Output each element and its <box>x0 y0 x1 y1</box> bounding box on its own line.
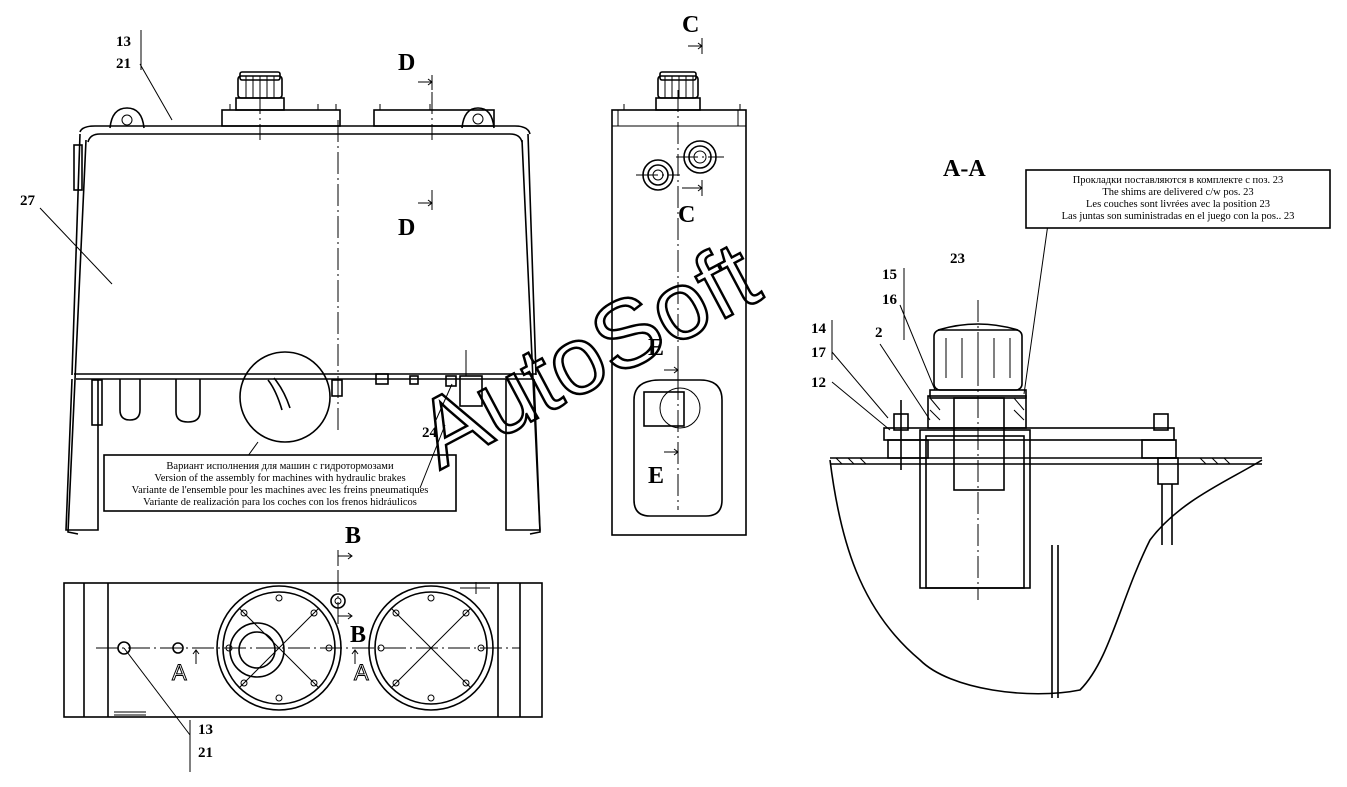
view-label-c-top: C <box>682 12 699 38</box>
callout-24: 24 <box>422 425 438 441</box>
note-right-line-1: Прокладки поставляются в комплекте с поз… <box>1073 175 1284 186</box>
view-label-d-bottom: D <box>398 215 415 241</box>
view-label-b-bottom: B <box>350 622 366 648</box>
section-mark-a-left: A <box>172 660 187 685</box>
view-label-b-top: B <box>345 523 361 549</box>
note-left-line-3: Variante de l'ensemble pour les machines… <box>132 485 429 496</box>
callout-23: 23 <box>950 251 965 267</box>
front-view-callouts: 13 21 27 24 D D <box>20 30 453 489</box>
callout-27: 27 <box>20 193 36 209</box>
section-a-a: A-A <box>811 156 1263 698</box>
callout-17: 17 <box>811 345 827 361</box>
note-hydraulic-brakes: Вариант исполнения для машин с гидроторм… <box>103 454 457 512</box>
callout-21-bottom: 21 <box>198 745 213 761</box>
callout-21-top: 21 <box>116 56 131 72</box>
callout-14: 14 <box>811 321 827 337</box>
callout-2: 2 <box>875 325 883 341</box>
note-left-line-1: Вариант исполнения для машин с гидроторм… <box>166 461 394 472</box>
callout-13-top: 13 <box>116 34 131 50</box>
watermark: AutoSoft <box>400 221 775 488</box>
note-left-line-4: Variante de realización para los coches … <box>143 497 417 508</box>
callout-13-bottom: 13 <box>198 722 213 738</box>
view-label-e-top: E <box>648 335 664 361</box>
note-left-line-2: Version of the assembly for machines wit… <box>154 473 405 484</box>
front-view <box>65 71 541 535</box>
note-right-line-3: Les couches sont livrées avec la positio… <box>1086 199 1270 210</box>
side-view: C C E E <box>611 12 747 536</box>
note-shims: Прокладки поставляются в комплекте с поз… <box>1025 169 1331 229</box>
view-label-e-bottom: E <box>648 463 664 489</box>
top-view: A A B B 13 21 <box>63 523 543 772</box>
section-mark-a-right: A <box>354 660 369 685</box>
note-right-line-4: Las juntas son suministradas en el juego… <box>1062 211 1295 222</box>
note-right-line-2: The shims are delivered c/w pos. 23 <box>1102 187 1253 198</box>
callout-12: 12 <box>811 375 826 391</box>
view-label-c-bottom: C <box>678 202 695 228</box>
section-title-a-a: A-A <box>943 156 986 182</box>
view-label-d-top: D <box>398 50 415 76</box>
callout-16: 16 <box>882 292 898 308</box>
callout-15: 15 <box>882 267 897 283</box>
